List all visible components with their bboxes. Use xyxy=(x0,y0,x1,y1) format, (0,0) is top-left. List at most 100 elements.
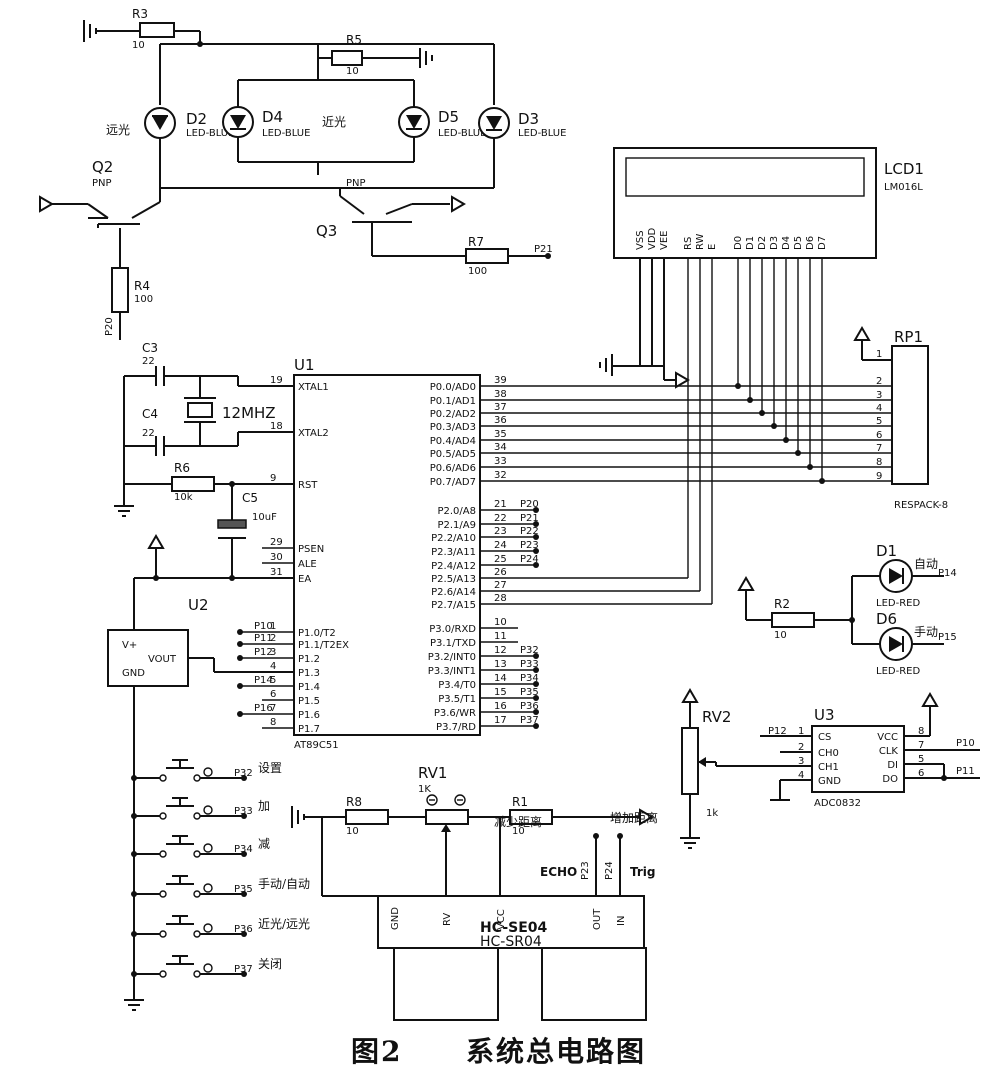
rp1-pin-num: 8 xyxy=(876,457,882,468)
r2-label: R2 xyxy=(774,597,790,611)
u1-net-label: P32 xyxy=(520,645,539,656)
d6-note: 手动 xyxy=(914,625,938,639)
u3-pin-num: 4 xyxy=(798,770,804,781)
d3-label: D3 xyxy=(518,110,539,128)
u1-pin-num: 37 xyxy=(494,402,507,413)
u1-pin-name: P1.1/T2EX xyxy=(298,640,349,651)
u1-pin-num: 35 xyxy=(494,429,507,440)
rv2-label: RV2 xyxy=(702,708,731,726)
d1-note: 自动 xyxy=(914,557,938,571)
d2-type: LED-BLUE xyxy=(186,128,234,139)
r8-label: R8 xyxy=(346,795,362,809)
potentiometer-rv2 xyxy=(681,727,699,795)
rp1-ref: RP1 xyxy=(894,328,923,346)
button-indicator-icon xyxy=(203,963,213,973)
u1-pin-num: 30 xyxy=(270,552,283,563)
u1-pin-num: 25 xyxy=(494,554,507,565)
bus-junction xyxy=(783,437,789,443)
u3-pin-name: DI xyxy=(887,760,898,771)
u1-net-label: P34 xyxy=(520,673,539,684)
u1-pin-name: EA xyxy=(298,574,311,585)
u1-pin-name: P1.4 xyxy=(298,682,320,693)
button-junction xyxy=(131,775,137,781)
button-junction xyxy=(131,931,137,937)
dist-note: 增加距离 xyxy=(610,810,658,825)
u1-net-label: P37 xyxy=(520,715,539,726)
u1-pin-name: P3.1/TXD xyxy=(430,638,476,649)
u1-net-label: P35 xyxy=(520,687,539,698)
crystal-label: 12MHZ xyxy=(222,404,276,422)
u1-pin-name: P2.5/A13 xyxy=(431,574,476,585)
u1-pin-name: P0.1/AD1 xyxy=(430,396,476,407)
oscillator-section: C3 22 C4 22 12MHZ R6 10k C5 10uF xyxy=(114,341,294,578)
u3-pin-name: CH1 xyxy=(818,762,839,773)
resistor-r7 xyxy=(465,248,509,264)
button-net-label: P37 xyxy=(234,964,253,975)
u1-pin-name: P0.7/AD7 xyxy=(430,477,476,488)
r4-label: R4 xyxy=(134,279,150,293)
d6-label: D6 xyxy=(876,610,897,628)
button-contact xyxy=(159,812,167,820)
r7-label: R7 xyxy=(468,235,484,249)
crystal xyxy=(187,402,213,418)
u1-body xyxy=(293,374,481,736)
net-dot xyxy=(241,851,247,857)
u1-pin-num: 5 xyxy=(270,675,276,686)
u1-net-label: P11 xyxy=(254,633,273,644)
u3-body xyxy=(811,725,905,793)
u1-pin-name: P1.7 xyxy=(298,724,320,735)
u2-pin-gnd: GND xyxy=(122,668,145,679)
lcd-body xyxy=(613,147,877,259)
u1-pin-num: 34 xyxy=(494,442,507,453)
resistor-r5 xyxy=(331,50,363,66)
lcd-pin-d5: D5 xyxy=(793,236,804,250)
u3-pin-name: CLK xyxy=(879,746,899,757)
u1-pin-num: 12 xyxy=(494,645,507,656)
c3-label: C3 xyxy=(142,341,158,355)
u1-net-label: P21 xyxy=(520,513,539,524)
net-dot xyxy=(241,813,247,819)
u1-pin-num: 26 xyxy=(494,567,507,578)
d5-label: D5 xyxy=(438,108,459,126)
net-dot xyxy=(241,775,247,781)
hc-pin-rv: RV xyxy=(442,913,453,926)
figure-title: 系统总电路图 xyxy=(465,1035,646,1068)
u1-pin-num: 33 xyxy=(494,456,507,467)
u2-pin-v: V+ xyxy=(122,640,137,651)
q3-label: Q3 xyxy=(316,222,337,240)
c5-value: 10uF xyxy=(252,512,277,523)
u1-pin-num: 31 xyxy=(270,567,283,578)
d1-net: P14 xyxy=(938,568,957,579)
button-junction xyxy=(131,851,137,857)
u1-pin-name: ALE xyxy=(298,559,317,570)
rp1-pin-num: 7 xyxy=(876,443,882,454)
lcd-pin-d0: D0 xyxy=(733,236,744,250)
r6-value: 10k xyxy=(174,492,193,503)
u1-pin-name: P3.0/RXD xyxy=(429,624,476,635)
lcd-pin-d4: D4 xyxy=(781,236,792,250)
u1-pin-name: P3.3/INT1 xyxy=(428,666,476,677)
u3-ref: U3 xyxy=(814,706,835,724)
rv1-side-note: 减少距离 xyxy=(494,814,542,829)
lcd-pin-vdd: VDD xyxy=(647,227,658,250)
u1-right-pins: 39P0.0/AD038P0.1/AD137P0.2/AD236P0.3/AD3… xyxy=(428,375,539,733)
button-indicator-icon xyxy=(203,923,213,933)
r5-value: 10 xyxy=(346,66,359,77)
u3-pin-name: GND xyxy=(818,776,841,787)
rv1-value: 1K xyxy=(418,784,431,795)
trig-label: Trig xyxy=(630,865,656,879)
u1-at89c51: U1 AT89C51 19XTAL118XTAL29RST29PSEN30ALE… xyxy=(237,356,539,751)
u1-pin-name: P0.0/AD0 xyxy=(430,382,476,393)
button-indicator-icon xyxy=(203,843,213,853)
hc-sr04: R8 10 RV1 1K R1 10 减少距离 增加距离 P23 P24 ECH… xyxy=(291,764,658,1021)
u3-pin-name: CS xyxy=(818,732,831,743)
u1-pin-name: P3.5/T1 xyxy=(438,694,476,705)
d1-label: D1 xyxy=(876,542,897,560)
u3-pin-name: VCC xyxy=(877,732,898,743)
u1-pin-name: P0.6/AD6 xyxy=(430,463,476,474)
u1-pin-num: 17 xyxy=(494,715,507,726)
u1-pin-num: 22 xyxy=(494,513,507,524)
resistor-r8 xyxy=(345,809,389,825)
hc-model: HC-SR04 xyxy=(480,934,542,950)
